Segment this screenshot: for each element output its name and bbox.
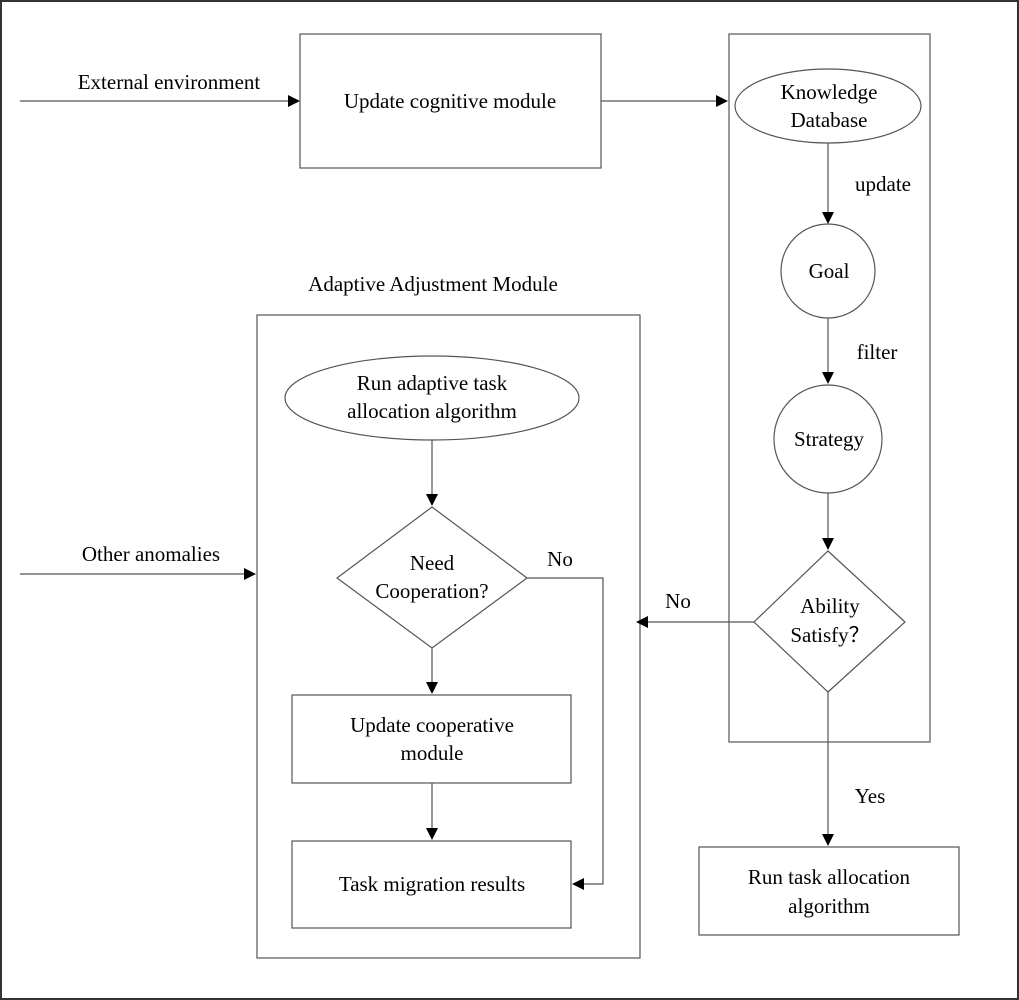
knowledge-database-node — [734, 68, 922, 144]
ability-satisfy-diamond — [753, 550, 906, 693]
update-cooperative-box — [291, 694, 572, 784]
knowledge-database-label-line2: Database — [791, 108, 868, 132]
update-cognitive-module-label: Update cognitive module — [344, 89, 556, 113]
need-cooperation-diamond — [335, 506, 529, 649]
run-task-allocation-box — [698, 846, 960, 936]
other-anomalies-label: Other anomalies — [82, 542, 220, 566]
task-migration-box — [291, 840, 572, 929]
ability-yes-label: Yes — [855, 784, 886, 808]
run-task-allocation-label-line1: Run task allocation — [748, 865, 911, 889]
ability-satisfy-label-line1: Ability — [800, 594, 860, 618]
task-migration-label: Task migration results — [339, 872, 525, 896]
update-cooperative-label-line1: Update cooperative — [350, 713, 514, 737]
ability-no-arrowhead — [636, 616, 648, 628]
need-no-connector — [527, 577, 604, 885]
strategy-to-ability-arrowhead — [822, 538, 834, 550]
run-adaptive-label-line1: Run adaptive task — [357, 371, 508, 395]
external-environment-label: External environment — [78, 70, 261, 94]
adaptive-module-title: Adaptive Adjustment Module — [308, 272, 558, 296]
run-task-allocation-label-line2: algorithm — [788, 894, 870, 918]
need-cooperation-label-line2: Cooperation? — [375, 579, 488, 603]
cognitive-to-knowledge-arrowhead — [716, 95, 728, 107]
external-environment-arrowhead — [288, 95, 300, 107]
update-edge-label: update — [855, 172, 911, 196]
other-anomalies-arrowhead — [244, 568, 256, 580]
need-cooperation-label-line1: Need — [410, 551, 455, 575]
right-module-container — [728, 33, 931, 743]
goal-node — [780, 223, 876, 319]
update-coop-to-task-arrowhead — [426, 828, 438, 840]
connectors — [20, 95, 834, 890]
need-no-label: No — [547, 547, 573, 571]
knowledge-to-goal-arrowhead — [822, 212, 834, 224]
ability-satisfy-label-line2: Satisfy？ — [790, 623, 869, 647]
update-cooperative-label-line2: module — [401, 741, 464, 765]
knowledge-database-label-line1: Knowledge — [781, 80, 878, 104]
run-adaptive-label-line2: allocation algorithm — [347, 399, 517, 423]
need-to-update-coop-arrowhead — [426, 682, 438, 694]
run-adaptive-to-need-arrowhead — [426, 494, 438, 506]
goal-label: Goal — [809, 259, 850, 283]
ability-no-label: No — [665, 589, 691, 613]
need-no-arrowhead — [572, 878, 584, 890]
strategy-node — [773, 384, 883, 494]
adaptive-module-container — [256, 314, 641, 959]
strategy-label: Strategy — [794, 427, 864, 451]
update-cognitive-module-box — [299, 33, 602, 169]
goal-to-strategy-arrowhead — [822, 372, 834, 384]
run-adaptive-node — [284, 355, 580, 441]
ability-yes-arrowhead — [822, 834, 834, 846]
filter-edge-label: filter — [857, 340, 898, 364]
